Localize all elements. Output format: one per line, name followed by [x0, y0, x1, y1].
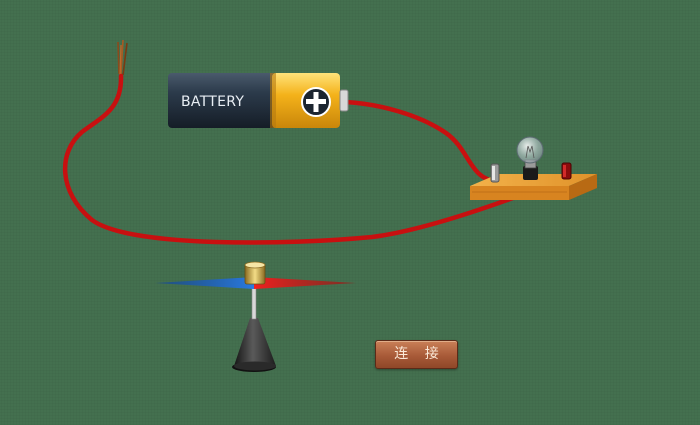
terminal-left[interactable]	[490, 163, 500, 183]
stripped-wire-end-icon	[117, 39, 128, 76]
battery-icon[interactable]: BATTERY	[168, 73, 349, 128]
connect-button[interactable]: 连 接	[375, 340, 458, 369]
terminal-right[interactable]	[561, 162, 572, 180]
compass-needle-icon[interactable]	[155, 261, 356, 372]
wire-free-end[interactable]	[62, 73, 569, 245]
positive-terminal-icon	[301, 87, 331, 117]
battery-label: BATTERY	[181, 94, 244, 110]
light-bulb-icon[interactable]	[516, 136, 544, 180]
wire-battery-to-bulb[interactable]	[343, 99, 500, 184]
